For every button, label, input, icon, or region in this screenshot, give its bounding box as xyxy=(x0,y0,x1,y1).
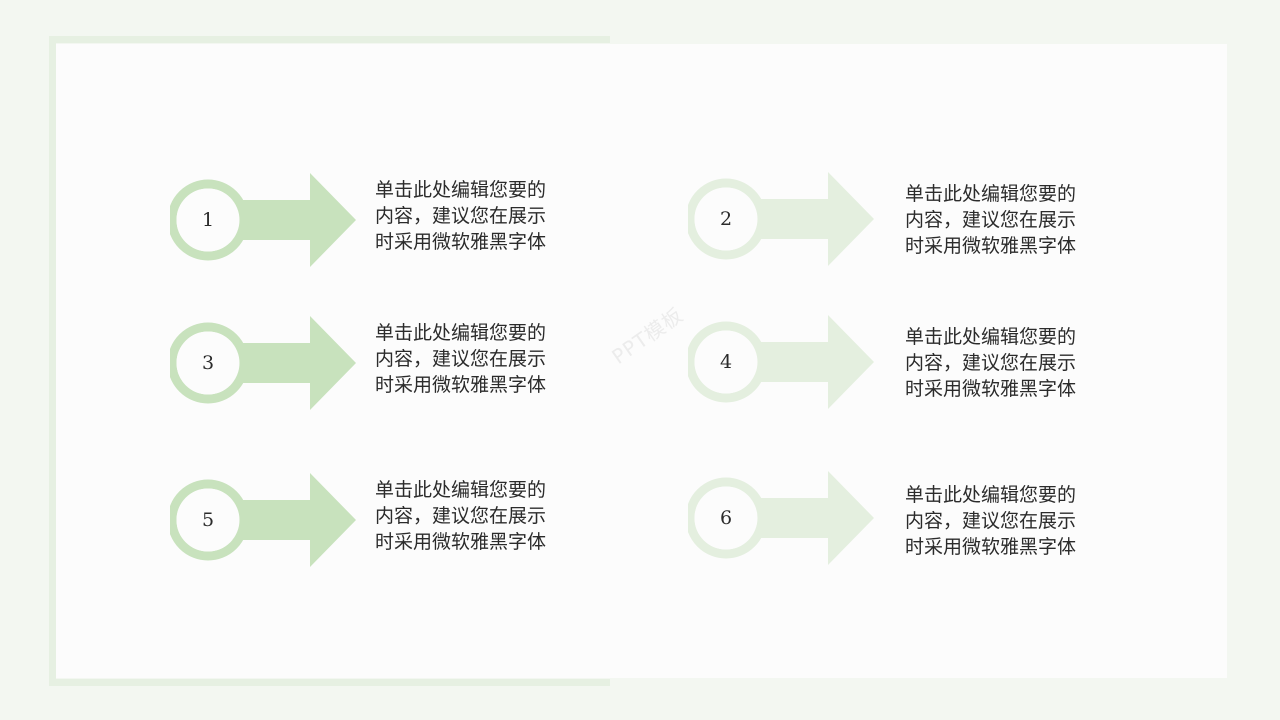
step-item-2: 2 单击此处编辑您要的 内容，建议您在展示 时采用微软雅黑字体 xyxy=(688,171,1128,267)
step-text-line: 时采用微软雅黑字体 xyxy=(375,374,547,396)
step-text-line: 单击此处编辑您要的 xyxy=(905,326,1077,348)
step-item-5: 5 单击此处编辑您要的 内容，建议您在展示 时采用微软雅黑字体 xyxy=(170,472,610,568)
step-text-line: 单击此处编辑您要的 xyxy=(375,479,547,501)
step-item-1: 1 单击此处编辑您要的 内容，建议您在展示 时采用微软雅黑字体 xyxy=(170,172,610,268)
circle-arrow-icon xyxy=(170,316,356,410)
step-text-line: 单击此处编辑您要的 xyxy=(375,179,547,201)
step-number: 5 xyxy=(201,509,215,531)
step-text-line: 时采用微软雅黑字体 xyxy=(905,378,1077,400)
circle-arrow-icon xyxy=(170,173,356,267)
step-text-line: 内容，建议您在展示 xyxy=(375,205,547,227)
step-item-3: 3 单击此处编辑您要的 内容，建议您在展示 时采用微软雅黑字体 xyxy=(170,315,610,411)
step-number: 2 xyxy=(719,208,733,230)
step-description: 单击此处编辑您要的 内容，建议您在展示 时采用微软雅黑字体 xyxy=(905,482,1115,560)
step-text-line: 内容，建议您在展示 xyxy=(905,510,1077,532)
step-description: 单击此处编辑您要的 内容，建议您在展示 时采用微软雅黑字体 xyxy=(375,477,585,555)
circle-arrow-icon xyxy=(688,471,874,565)
step-item-6: 6 单击此处编辑您要的 内容，建议您在展示 时采用微软雅黑字体 xyxy=(688,470,1128,566)
decorative-frame xyxy=(49,36,610,686)
step-text-line: 时采用微软雅黑字体 xyxy=(905,235,1077,257)
step-text-line: 单击此处编辑您要的 xyxy=(905,183,1077,205)
step-text-line: 内容，建议您在展示 xyxy=(375,348,547,370)
step-text-line: 内容，建议您在展示 xyxy=(905,209,1077,231)
step-item-4: 4 单击此处编辑您要的 内容，建议您在展示 时采用微软雅黑字体 xyxy=(688,314,1128,410)
step-number: 6 xyxy=(719,507,733,529)
circle-arrow-icon xyxy=(688,172,874,266)
step-description: 单击此处编辑您要的 内容，建议您在展示 时采用微软雅黑字体 xyxy=(375,177,585,255)
circle-arrow-icon xyxy=(688,315,874,409)
step-text-line: 单击此处编辑您要的 xyxy=(905,484,1077,506)
step-description: 单击此处编辑您要的 内容，建议您在展示 时采用微软雅黑字体 xyxy=(905,324,1115,402)
step-number: 3 xyxy=(201,352,215,374)
step-text-line: 时采用微软雅黑字体 xyxy=(375,231,547,253)
step-text-line: 内容，建议您在展示 xyxy=(375,505,547,527)
step-text-line: 时采用微软雅黑字体 xyxy=(375,531,547,553)
circle-arrow-icon xyxy=(170,473,356,567)
step-description: 单击此处编辑您要的 内容，建议您在展示 时采用微软雅黑字体 xyxy=(375,320,585,398)
step-number: 1 xyxy=(201,209,215,231)
step-text-line: 单击此处编辑您要的 xyxy=(375,322,547,344)
step-number: 4 xyxy=(719,351,733,373)
step-text-line: 内容，建议您在展示 xyxy=(905,352,1077,374)
step-description: 单击此处编辑您要的 内容，建议您在展示 时采用微软雅黑字体 xyxy=(905,181,1115,259)
step-text-line: 时采用微软雅黑字体 xyxy=(905,536,1077,558)
